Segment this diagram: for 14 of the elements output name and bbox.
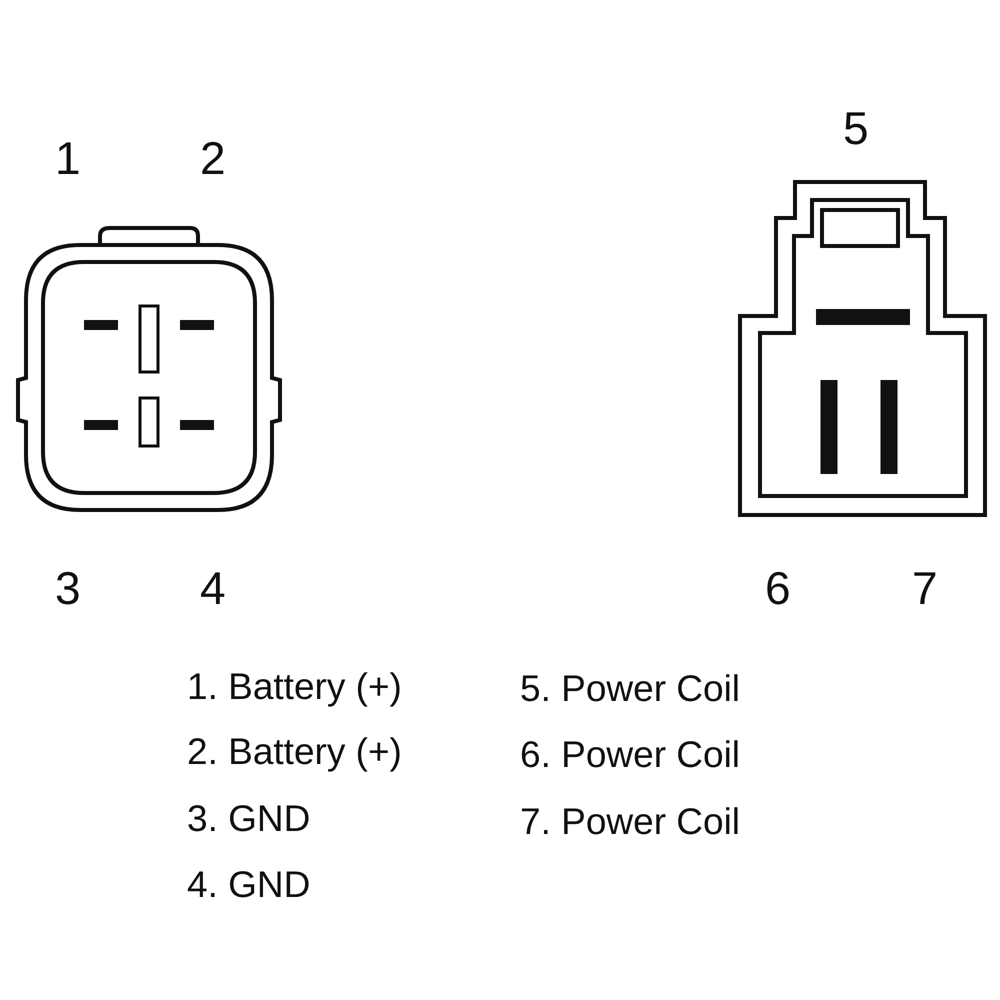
pin-description: 4. GND xyxy=(187,866,310,903)
pin-description: 2. Battery (+) xyxy=(187,733,402,770)
pin-number: 7 xyxy=(912,565,938,611)
pin-description: 1. Battery (+) xyxy=(187,668,402,705)
pin-description: 7. Power Coil xyxy=(520,803,740,840)
pin-number: 5 xyxy=(843,105,869,151)
pin-number: 1 xyxy=(55,135,81,181)
pin-description: 5. Power Coil xyxy=(520,670,740,707)
pin-description: 6. Power Coil xyxy=(520,736,740,773)
pin-number: 2 xyxy=(200,135,226,181)
pin-number: 3 xyxy=(55,565,81,611)
pin-number: 4 xyxy=(200,565,226,611)
pin-number: 6 xyxy=(765,565,791,611)
pin-description: 3. GND xyxy=(187,800,310,837)
